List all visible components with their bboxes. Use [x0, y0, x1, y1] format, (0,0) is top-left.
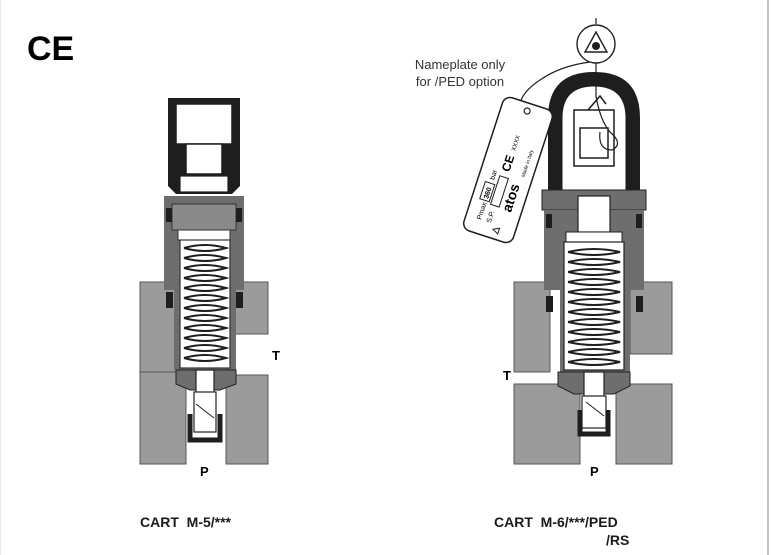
left-housing — [164, 196, 244, 370]
ce-mark: CE — [27, 30, 74, 68]
nameplate-pmax-unit: bar — [489, 168, 499, 180]
right-caption-line1: CART M-6/***/PED — [494, 514, 618, 530]
nameplate-note-line1: Nameplate only — [414, 57, 506, 72]
right-port-t-label: T — [503, 368, 511, 383]
tamper-seal-icon — [576, 18, 616, 64]
right-spring — [567, 248, 621, 366]
right-dome-cap — [548, 72, 640, 191]
nameplate-pmax-value: 360 — [483, 186, 493, 199]
right-manifold-body — [513, 281, 673, 465]
left-port-t-label: T — [272, 348, 280, 363]
right-poppet — [557, 371, 631, 437]
nameplate-ce-mark: CE — [499, 153, 517, 173]
right-caption-line2: /RS — [606, 532, 630, 548]
ce-mark-text: CE — [27, 30, 74, 68]
left-port-p-label: P — [200, 464, 209, 479]
left-valve: T P — [139, 98, 280, 479]
nameplate-tag: Pmax 360 bar S.P. CE XXXX atos Made in I… — [462, 96, 554, 244]
nameplate-note-line2: for /PED option — [415, 74, 505, 89]
nameplate-code: XXXX — [511, 135, 522, 152]
right-port-p-label: P — [590, 464, 599, 479]
nameplate-note: Nameplate only for /PED option — [400, 56, 520, 90]
nameplate-set-label: S.P. — [486, 210, 496, 224]
left-poppet — [175, 369, 237, 443]
left-manifold-body — [139, 281, 269, 465]
left-spring — [183, 244, 230, 362]
left-caption: CART M-5/*** — [140, 514, 232, 530]
left-cap — [168, 98, 240, 194]
right-valve: Pmax 360 bar S.P. CE XXXX atos Made in I… — [462, 18, 673, 479]
